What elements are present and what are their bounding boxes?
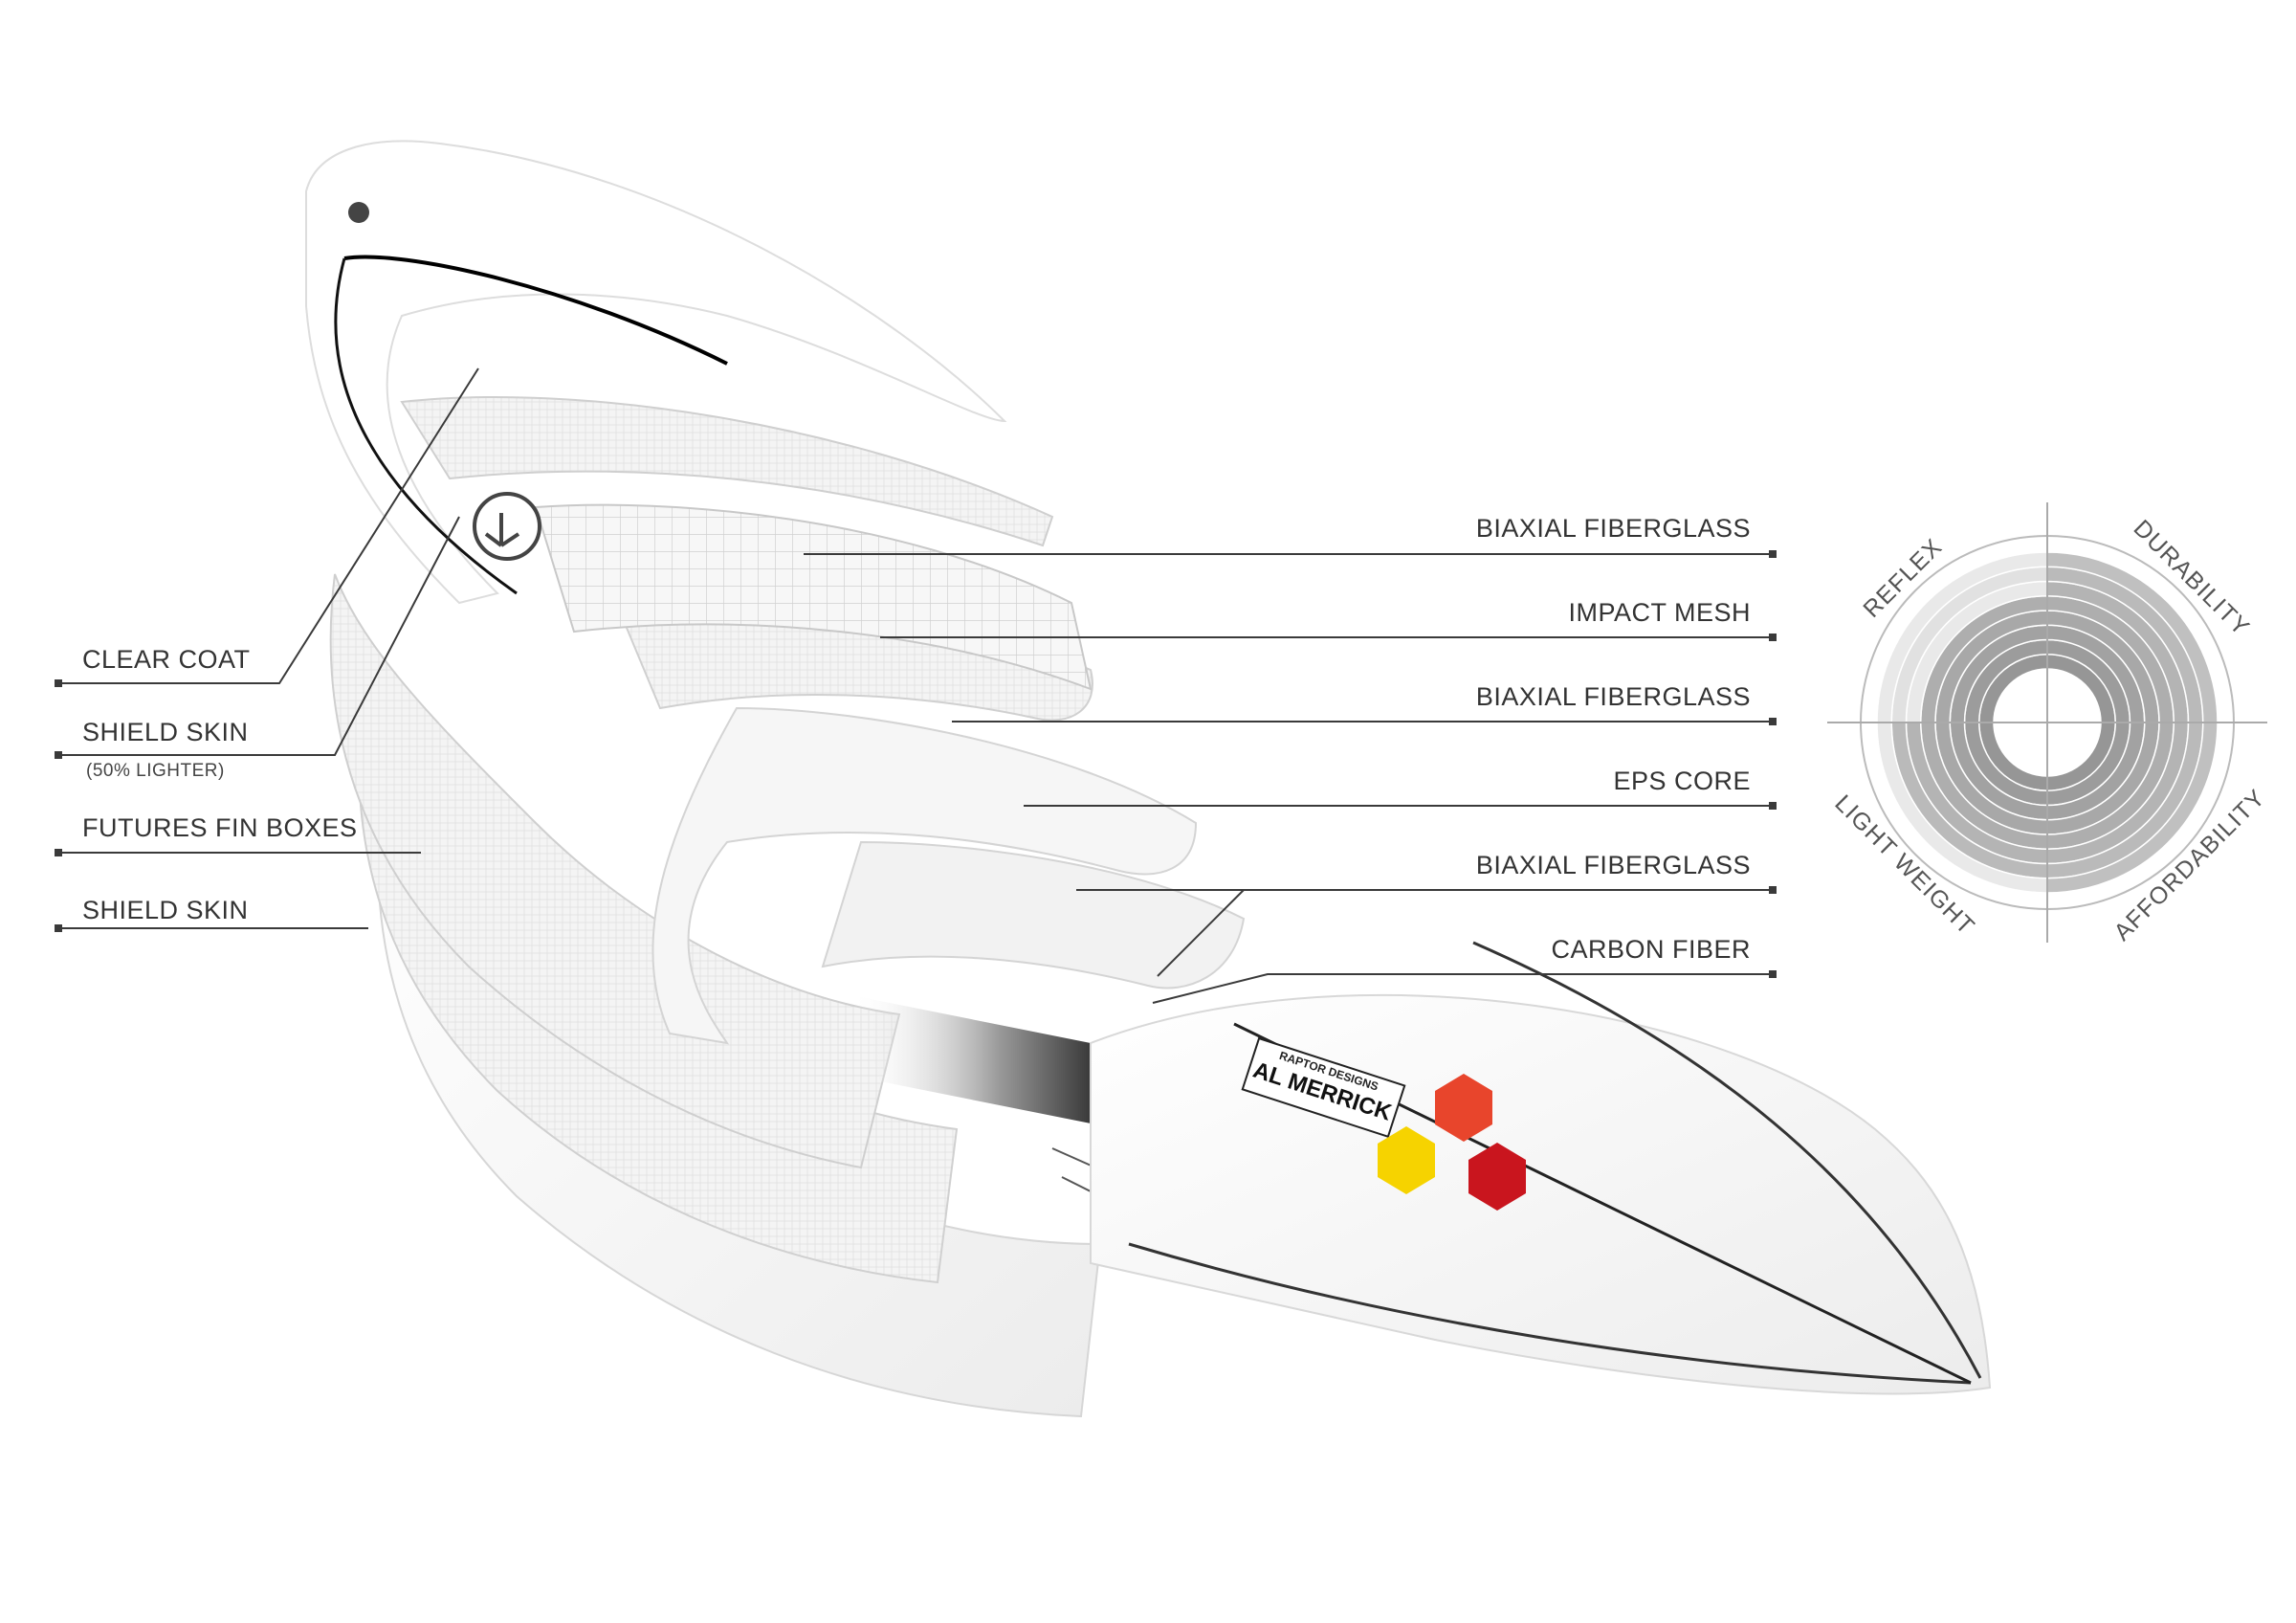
label-clear-coat: CLEAR COAT xyxy=(82,645,251,674)
hexagon-red xyxy=(1468,1143,1526,1211)
label-futures-fin-boxes: FUTURES FIN BOXES xyxy=(82,813,358,842)
layer-impact-mesh xyxy=(534,503,1093,691)
leader-endpoints xyxy=(55,550,1777,978)
label-impact-mesh: IMPACT MESH xyxy=(1568,598,1751,627)
label-shield-skin-bottom: SHIELD SKIN xyxy=(82,896,249,924)
board-bottom-deck: RAPTOR DESIGNS AL MERRICK xyxy=(1090,941,1992,1395)
leader-lines xyxy=(57,367,1773,1004)
layer-clear-coat xyxy=(305,140,1007,605)
label-carbon-fiber: CARBON FIBER xyxy=(1551,935,1751,964)
three-hexagons-logo-icon xyxy=(1378,1074,1526,1211)
hexagon-yellow xyxy=(1378,1126,1435,1194)
layer-carbon-fiber xyxy=(851,995,1119,1129)
label-shield-skin-top: SHIELD SKIN xyxy=(82,718,249,746)
hexagon-orange xyxy=(1435,1074,1492,1142)
label-biaxial-fiberglass-2: BIAXIAL FIBERGLASS xyxy=(1475,682,1751,711)
label-biaxial-fiberglass-3: BIAXIAL FIBERGLASS xyxy=(1475,851,1751,879)
label-shield-skin-note: (50% LIGHTER) xyxy=(86,761,225,781)
label-eps-core: EPS CORE xyxy=(1613,767,1751,795)
leash-plug-icon xyxy=(348,202,369,223)
label-biaxial-fiberglass-1: BIAXIAL FIBERGLASS xyxy=(1475,514,1751,543)
layer-eps-core xyxy=(651,706,1198,1045)
layer-biaxial-fiberglass-1 xyxy=(400,396,1054,547)
layer-biaxial-fiberglass-3 xyxy=(821,840,1246,989)
circle-arrow-logo-icon xyxy=(473,492,541,561)
board-layers xyxy=(305,140,1246,1418)
